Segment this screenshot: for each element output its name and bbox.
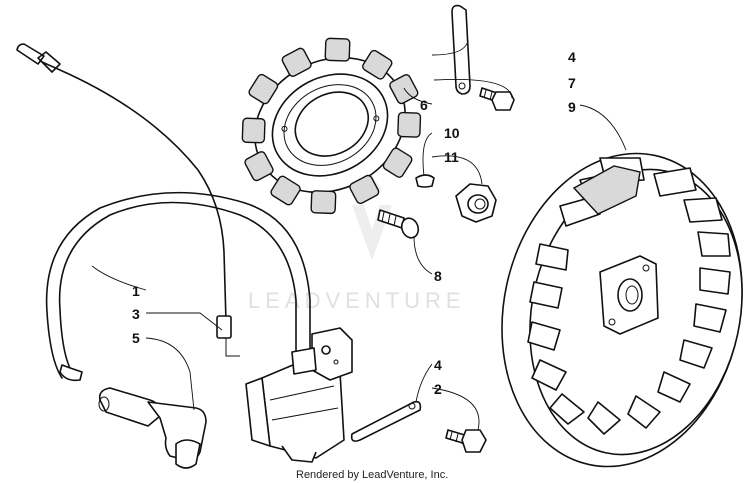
- bolt-bottom: [445, 429, 487, 453]
- callout-2: 2: [434, 381, 442, 397]
- callout-4-top: 4: [568, 49, 576, 65]
- spark-plug-cap: [98, 387, 207, 469]
- woodruff-key: [415, 174, 435, 188]
- callout-3: 3: [132, 306, 140, 322]
- stator-screw: [377, 209, 420, 239]
- ignition-coil: [245, 327, 353, 463]
- ignition-cable: [45, 191, 311, 382]
- leader-lines: [91, 39, 627, 431]
- flange-nut: [455, 183, 497, 223]
- callout-7: 7: [568, 75, 576, 91]
- watermark-text: LEADVENTURE: [248, 288, 466, 313]
- lead-wire: [16, 43, 240, 357]
- callout-5: 5: [132, 330, 140, 346]
- flywheel: [501, 152, 743, 468]
- callout-6: 6: [420, 97, 428, 113]
- callout-1: 1: [132, 283, 140, 299]
- callout-9: 9: [568, 99, 576, 115]
- callout-10: 10: [444, 125, 460, 141]
- footer-credit: Rendered by LeadVenture, Inc.: [296, 469, 448, 481]
- wire-clamp-bottom: [350, 400, 422, 442]
- callout-4-bottom: 4: [434, 357, 442, 373]
- callout-8: 8: [434, 268, 442, 284]
- stator: [241, 37, 422, 215]
- callout-11: 11: [444, 149, 459, 165]
